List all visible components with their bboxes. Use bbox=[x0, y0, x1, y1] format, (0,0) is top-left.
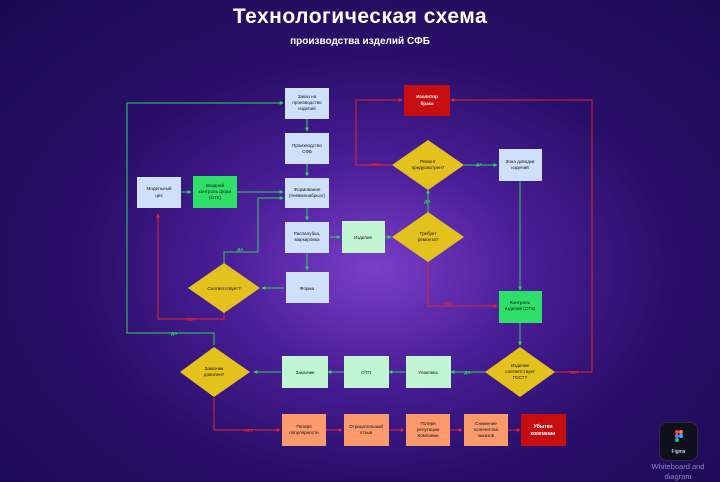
node-form: Форма bbox=[286, 272, 329, 303]
node-customer: Заказчик bbox=[282, 356, 328, 388]
label-no-isolator: НЕТ bbox=[371, 162, 380, 167]
label-no-gost: НЕТ bbox=[570, 370, 579, 375]
label-yes-pack: ДА bbox=[464, 370, 471, 375]
figma-caption: Whiteboard and diagram bbox=[651, 462, 705, 481]
svg-text:Упаковка: Упаковка bbox=[418, 370, 438, 375]
label-yes-zone: ДА bbox=[476, 162, 483, 167]
diagram-title: Технологическая схема bbox=[232, 5, 488, 28]
figma-badge[interactable]: Figma bbox=[659, 422, 698, 461]
node-product: Изделие bbox=[342, 221, 385, 253]
label-yes-repair: ДА bbox=[424, 199, 431, 204]
svg-text:Формование(пневмонабрызг): Формование(пневмонабрызг) bbox=[289, 187, 326, 198]
label-yes-order: ДА bbox=[171, 331, 178, 336]
svg-text:Соответствует?: Соответствует? bbox=[207, 286, 241, 291]
label-no-popularity: НЕТ bbox=[244, 428, 253, 433]
edge-repairpossible-no-isolator bbox=[355, 98, 403, 166]
label-yes-molding: ДА bbox=[237, 247, 244, 252]
node-unmolding: Распалубка,маркировка bbox=[285, 222, 329, 253]
edge-gost-no-isolator bbox=[450, 98, 593, 373]
edge-satisfied-no-popularity bbox=[213, 398, 281, 432]
decision-form-matches: Соответствует? bbox=[188, 263, 260, 313]
edge-match-yes-molding bbox=[223, 196, 284, 263]
label-no-model: НЕТ bbox=[186, 317, 195, 322]
edge-satisfied-yes-order bbox=[126, 101, 284, 345]
svg-text:Изделие: Изделие bbox=[354, 235, 373, 240]
diagram-subtitle: производства изделий СФБ bbox=[290, 36, 430, 47]
node-molding: Формование(пневмонабрызг) bbox=[285, 178, 329, 208]
figma-logo-icon bbox=[675, 430, 683, 442]
svg-text:Распалубка,маркировка: Распалубка,маркировка bbox=[294, 231, 320, 242]
svg-text:ОТП: ОТП bbox=[361, 370, 371, 375]
figma-app-name: Figma bbox=[671, 449, 686, 455]
svg-text:Форма: Форма bbox=[300, 286, 315, 291]
node-otp: ОТП bbox=[344, 356, 389, 388]
svg-text:Заказчик: Заказчик bbox=[296, 370, 316, 375]
label-no-control: НЕТ bbox=[444, 301, 453, 306]
node-packaging: Упаковка bbox=[406, 356, 451, 388]
edge-repairq-no-control bbox=[427, 262, 498, 308]
